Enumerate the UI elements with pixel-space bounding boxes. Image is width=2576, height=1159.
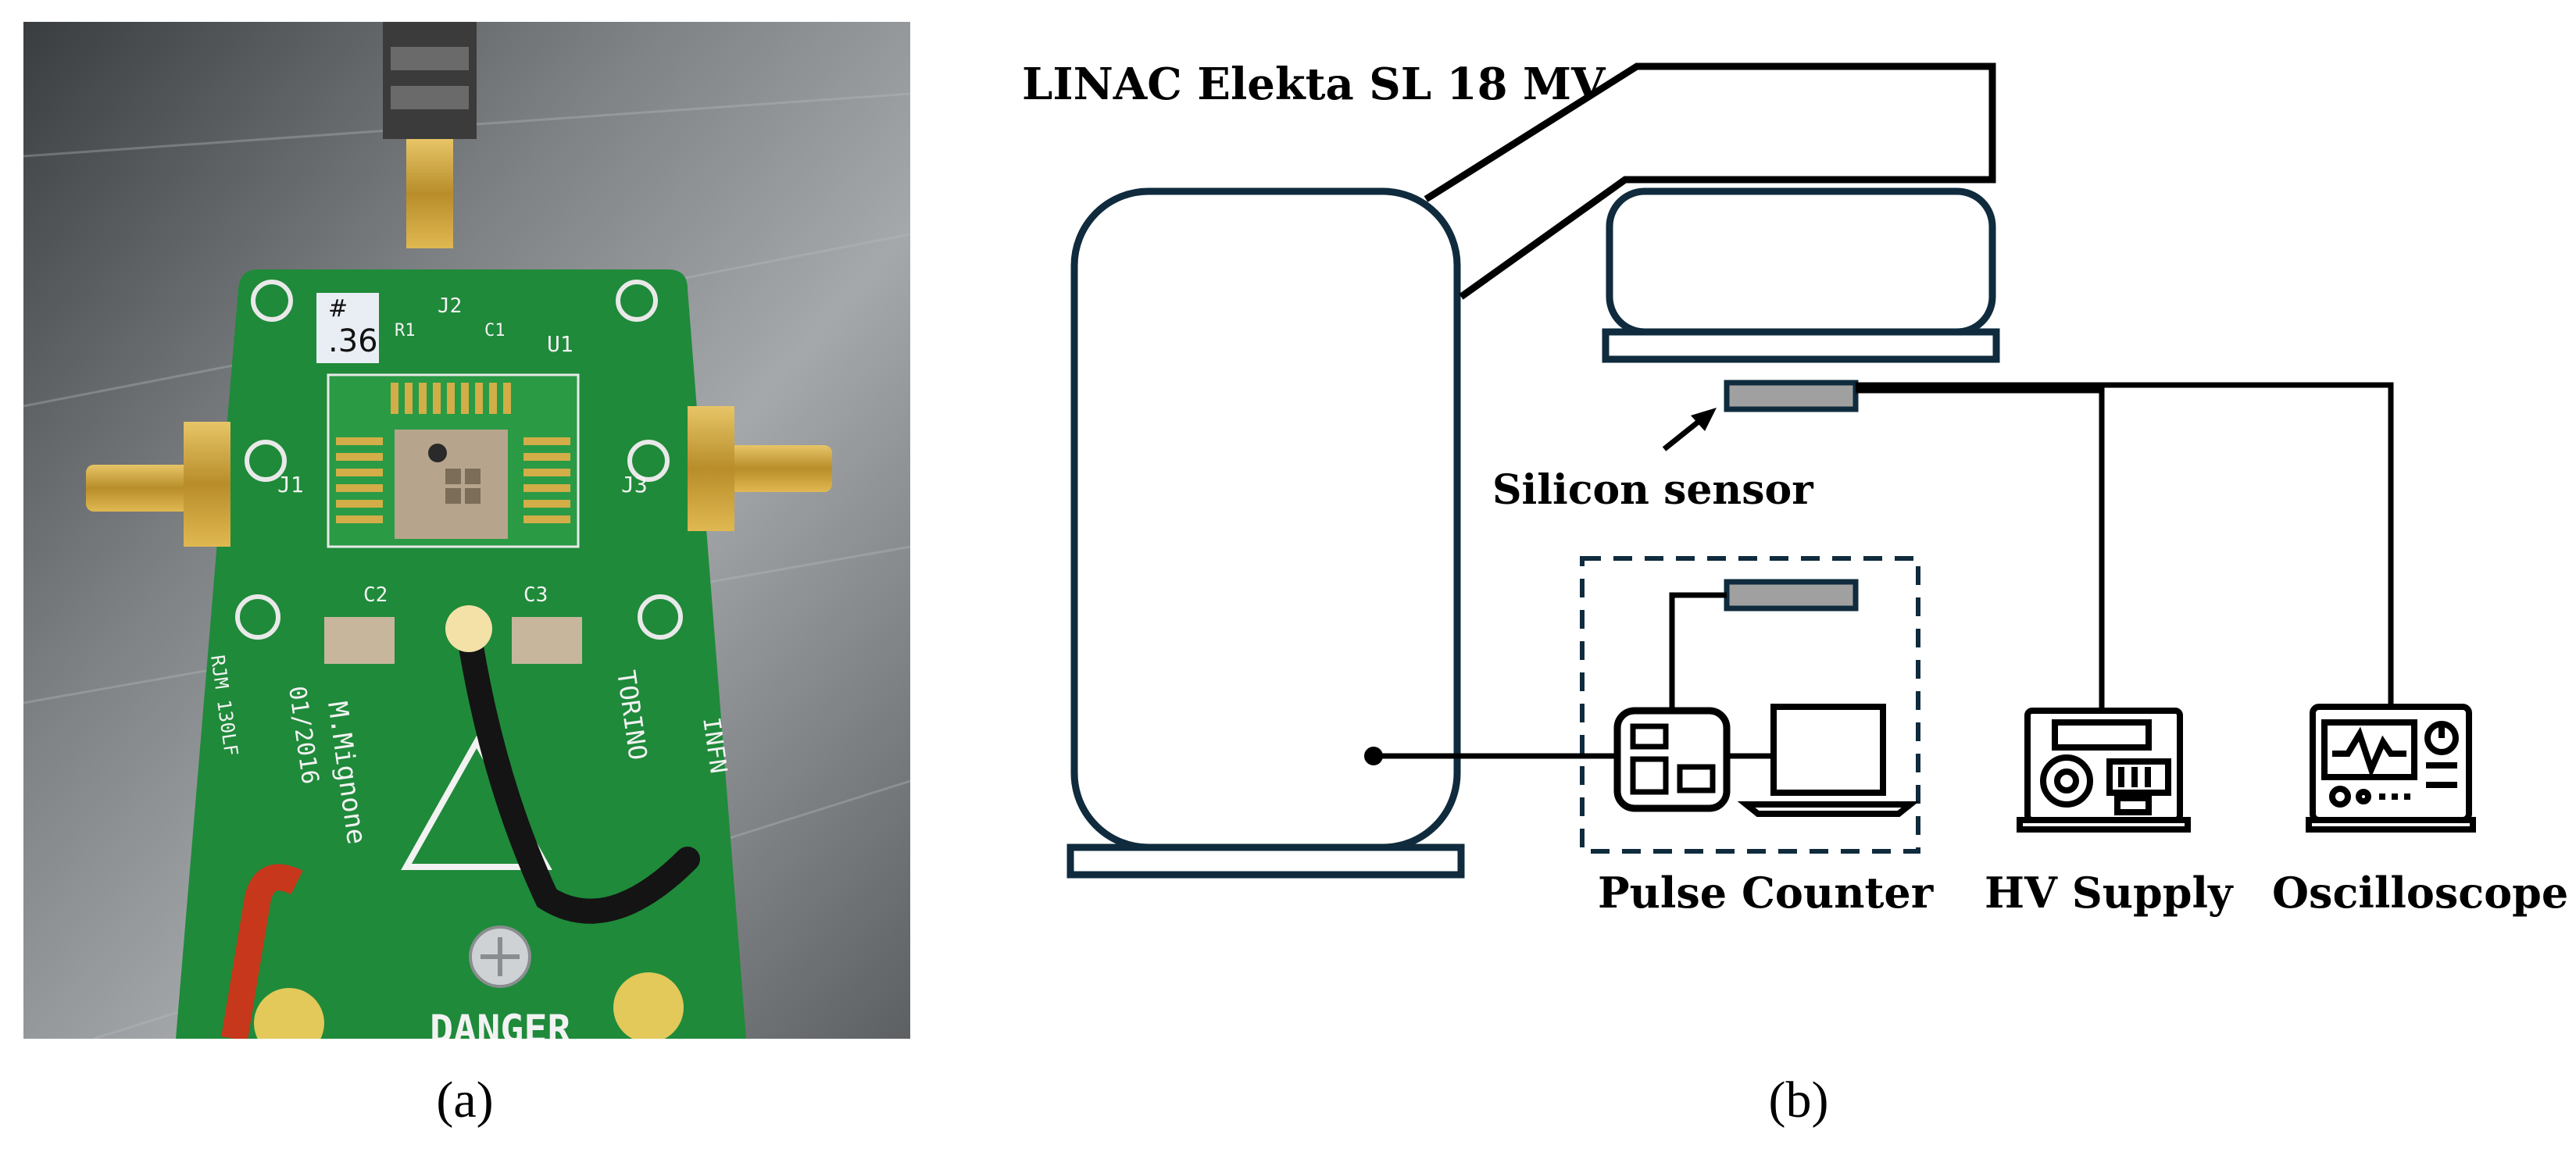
label-linac: LINAC Elekta SL 18 MV [1022,59,1606,110]
hv-cable [1856,387,2105,711]
silk-c2: C2 [363,583,388,607]
linac-gantry [1066,187,2000,879]
silk-r1: R1 [395,321,416,341]
handwritten-number: .36 [328,323,378,359]
silk-u1: U1 [547,331,573,357]
counter-module-icon [1613,707,1731,812]
oscilloscope-icon [2306,704,2476,833]
laptop-icon [1737,704,1920,817]
silk-j1: J1 [277,472,304,497]
sma-connector-left [86,422,230,547]
linac-head [1606,187,1996,336]
reference-sensor [1724,579,1859,612]
reference-cable [1669,592,1727,711]
label-oscilloscope: Oscilloscope [2272,868,2568,918]
red-wire [221,864,303,1039]
pulse-counter-box [1580,556,1920,854]
sensor-arrow-icon [1662,408,1717,451]
hv-supply-icon [2017,708,2191,833]
silicon-sensor [1724,380,1859,412]
caption-b: (b) [1769,1072,1829,1129]
scope-cable [1856,382,2394,711]
linac-stand [1070,187,1461,851]
label-silicon-sensor: Silicon sensor [1492,466,1813,514]
silk-j2: J2 [438,294,462,318]
diagram-panel: LINAC Elekta SL 18 MV Silicon sensor P [1022,59,2568,1129]
label-hv-supply: HV Supply [1985,868,2234,918]
handwritten-hash: # [328,295,348,323]
silk-c3: C3 [523,583,548,607]
linac-collimator [1602,328,2000,363]
silk-c1: C1 [484,321,506,341]
silk-j3: J3 [621,472,648,497]
linac-arm [1424,62,1996,300]
label-pulse-counter: Pulse Counter [1598,868,1934,918]
linac-base [1066,843,1465,879]
silk-danger: DANGER [430,1007,572,1052]
pcb-board: # .36 J2 R1 C1 U1 J1 J3 C2 C3 M.Mignone … [86,269,832,1052]
photo-panel: # .36 J2 R1 C1 U1 J1 J3 C2 C3 M.Mignone … [23,22,910,1129]
caption-a: (a) [436,1072,493,1129]
bnc-connector [383,22,477,248]
sma-connector-right [688,406,832,531]
black-wire [456,620,700,924]
